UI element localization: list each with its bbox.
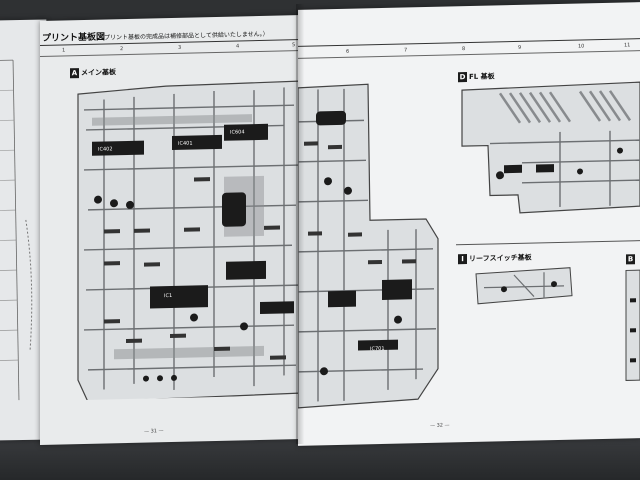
- column-number: 1: [62, 47, 66, 54]
- leaf-switch-board-diagram: [475, 267, 573, 305]
- column-number: 2: [120, 46, 124, 53]
- column-number: 8: [462, 46, 466, 53]
- b-board-diagram-partial: [625, 269, 640, 381]
- section-badge: D: [458, 72, 467, 83]
- column-number: 6: [346, 48, 350, 55]
- page-title: プリント基板図: [42, 32, 106, 44]
- section-divider: [456, 240, 640, 246]
- header-rule: [298, 38, 640, 47]
- left-page: プリント基板図 （プリント基板の完成品は補修部品として供給いたしません。） 1 …: [40, 15, 302, 445]
- ic-label: IC604: [230, 129, 245, 136]
- previous-page-table-lines: [0, 59, 33, 401]
- column-number: 4: [236, 43, 240, 50]
- section-label: FL 基板: [469, 72, 495, 81]
- page-fold-shadow: [296, 4, 308, 444]
- fl-board-diagram: [461, 81, 640, 214]
- column-rule: [298, 50, 640, 59]
- previous-page-edge: [0, 19, 54, 441]
- section-label: リーフスイッチ基板: [469, 253, 532, 263]
- ic-label: IC1: [164, 292, 173, 300]
- section-label: メイン基板: [81, 68, 116, 78]
- column-number: 3: [178, 44, 182, 51]
- section-badge: B: [626, 254, 635, 265]
- page-number: — 32 —: [430, 422, 450, 429]
- ic-label: IC401: [178, 140, 193, 147]
- ic-label: IC402: [98, 146, 113, 153]
- column-number: 7: [404, 47, 408, 54]
- column-number: 5: [292, 42, 296, 49]
- column-number: 9: [518, 44, 522, 51]
- ic-label: IC701: [370, 345, 385, 353]
- section-badge: I: [458, 254, 467, 265]
- right-page: 6 7 8 9 10 11: [298, 2, 640, 446]
- column-number: 10: [578, 43, 585, 50]
- section-badge: A: [70, 68, 79, 79]
- page-number: — 31 —: [144, 428, 164, 435]
- column-number: 11: [624, 42, 631, 49]
- section-heading-b: B: [626, 254, 637, 265]
- column-rule: [40, 50, 302, 57]
- main-board-continuation: [298, 83, 439, 409]
- main-board-diagram: [77, 80, 302, 401]
